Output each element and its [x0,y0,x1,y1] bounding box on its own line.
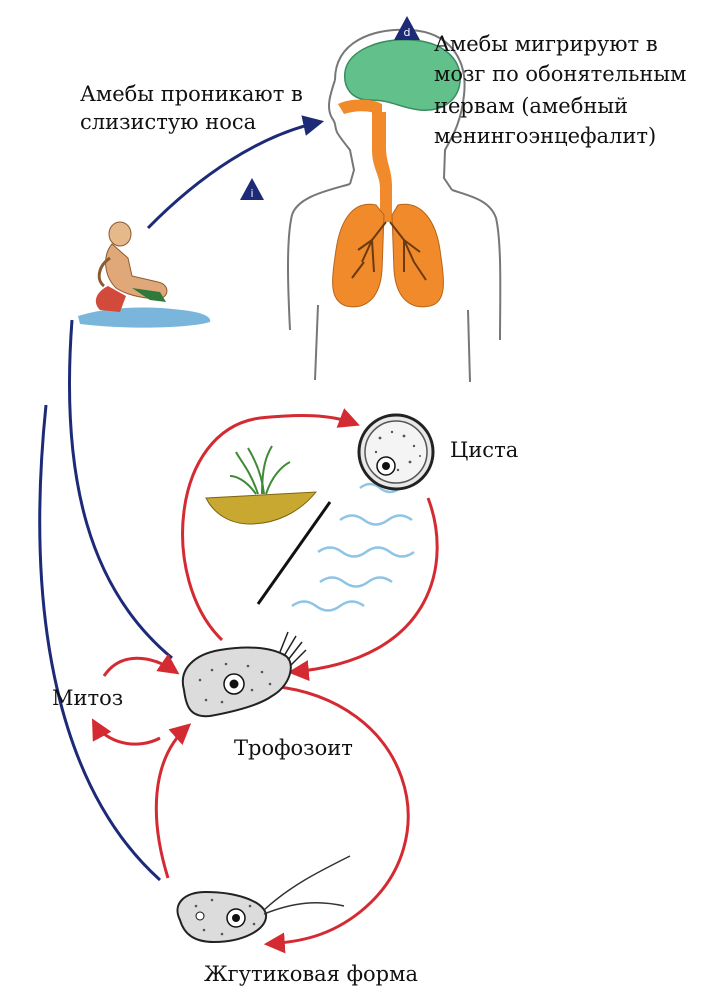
arm-right-inner [468,310,470,382]
water-waves [292,484,414,611]
label-migrate-line1: Амебы мигрируют в [434,32,658,57]
soil-illustration [206,446,316,524]
arm-left-inner [315,305,318,380]
arrow-flagellate-to-trophozoite [156,726,188,878]
mitosis-arrow-upper [104,658,176,676]
label-mitosis: Митоз [52,686,123,711]
label-flagellate: Жгутиковая форма [204,962,418,987]
trophozoite-cell [183,632,306,716]
mitosis-arrow-lower [94,722,160,744]
arrow-flagellate-to-swimmer [40,405,160,880]
swimmer-illustration [78,222,210,328]
marker-i: i [240,178,264,200]
marker-i-text: i [250,187,253,200]
flagellate-cell [178,856,350,942]
lung-left [333,204,384,307]
arrow-trophozoite-to-swimmer [69,320,172,658]
label-entry-line1: Амебы проникают в [80,82,303,107]
face-outline [329,80,354,184]
water-surface [78,308,210,328]
shoulder-right [452,190,500,340]
label-entry-line2: слизистую носа [80,110,256,135]
marker-d: d [394,16,420,40]
label-migrate-line3: нервам (амебный [434,94,628,119]
label-migrate-line2: мозг по обонятельным [434,62,686,87]
lung-right [392,204,443,307]
label-migrate-line4: менингоэнцефалит) [434,124,656,149]
cyst-cell [359,415,433,489]
label-trophozoite: Трофозоит [234,736,353,761]
label-cyst: Циста [450,438,518,463]
marker-d-text: d [404,26,411,39]
